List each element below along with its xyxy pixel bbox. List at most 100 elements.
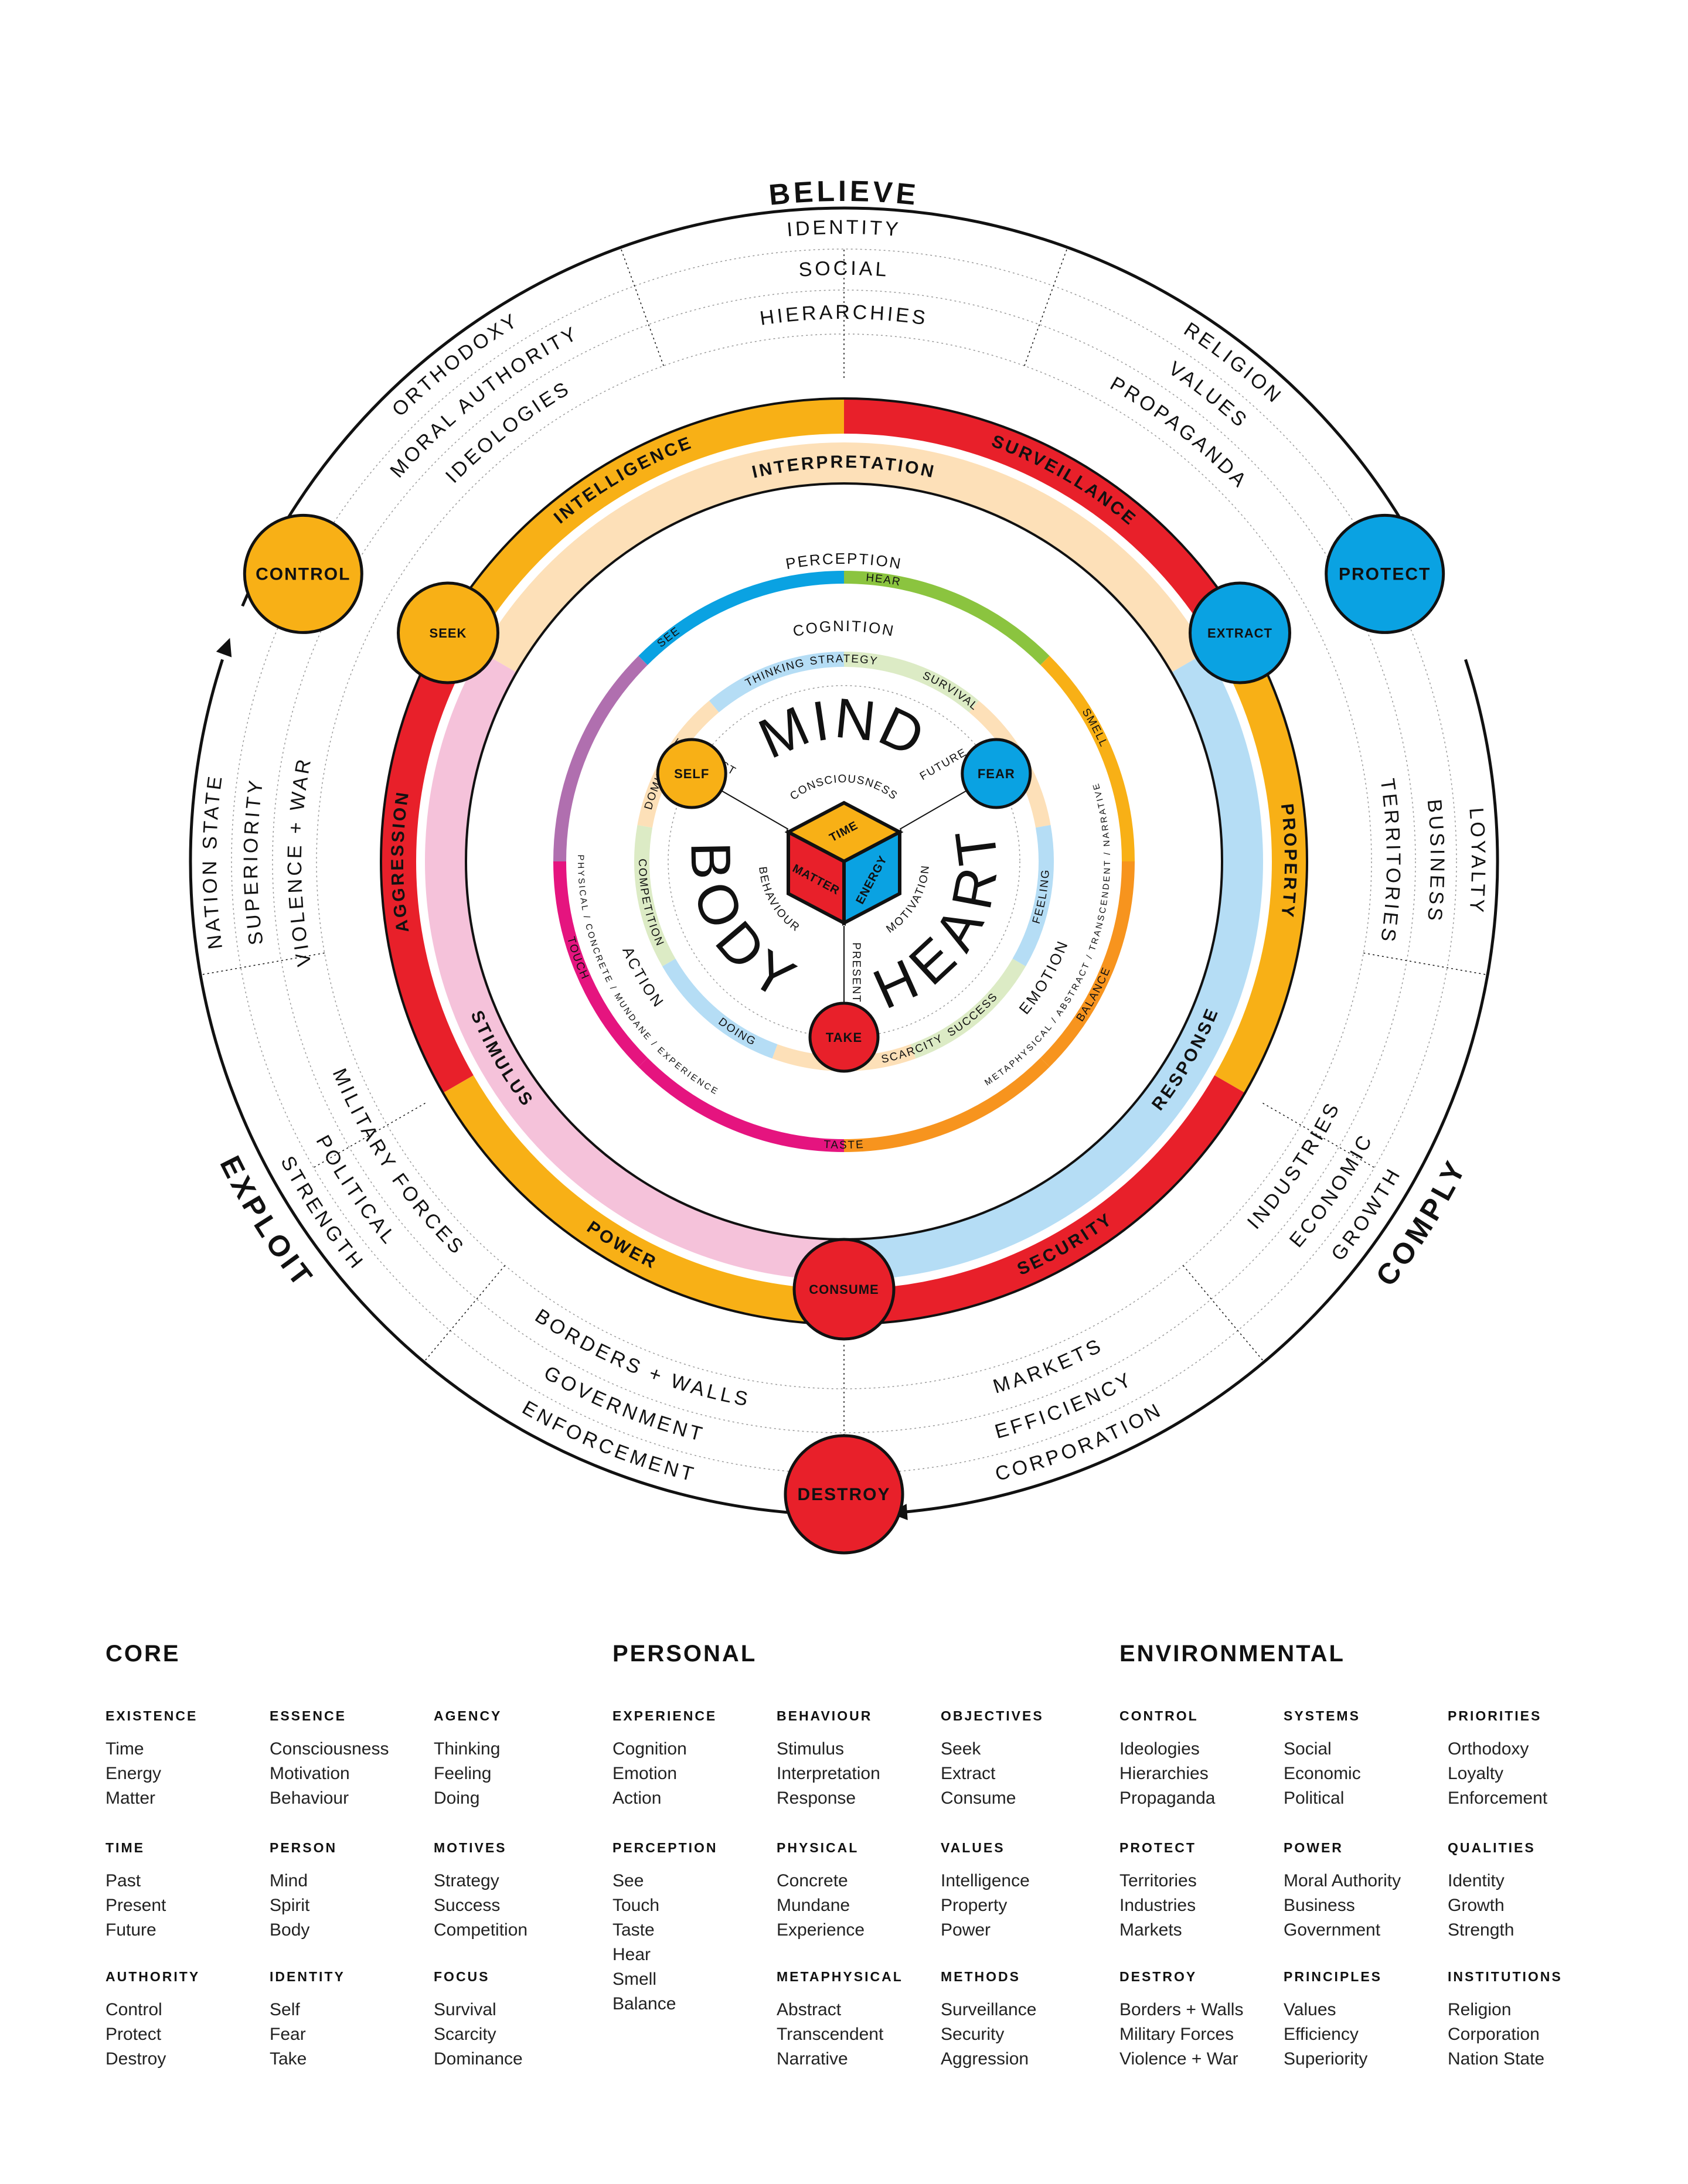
legend-category-title: TIME	[106, 1840, 145, 1855]
legend-item: Mind	[270, 1871, 308, 1890]
label-touch: TOUCH	[564, 935, 591, 982]
existence-cube	[784, 800, 904, 926]
legend-category-title: VALUES	[941, 1840, 1005, 1855]
legend-item: Experience	[777, 1920, 865, 1940]
band-see	[638, 571, 845, 665]
node-protect[interactable]: PROTECT	[1325, 513, 1445, 634]
label-aggression: AGGRESSION	[388, 789, 413, 934]
arc-control-protect	[241, 206, 1411, 607]
ring-a-left: NATION STATE	[199, 772, 227, 950]
legend-item: Religion	[1448, 2000, 1512, 2019]
legend-item: Identity	[1448, 1871, 1505, 1890]
legend-item: Growth	[1448, 1896, 1505, 1915]
node-self-label: SELF	[674, 766, 709, 781]
legend-category-title: SYSTEMS	[1284, 1708, 1360, 1723]
legend-item: Matter	[106, 1788, 156, 1808]
legend-item: Narrative	[777, 2049, 848, 2069]
legend-item: Hierarchies	[1119, 1764, 1209, 1783]
legend-item: Doing	[434, 1788, 480, 1808]
legend-item: Political	[1284, 1788, 1345, 1808]
label-taste: TASTE	[823, 1139, 865, 1151]
band-hear	[843, 571, 1050, 665]
node-take[interactable]: TAKE	[808, 1001, 880, 1073]
legend-core-heading: CORE	[106, 1641, 181, 1667]
legend-item: Protect	[106, 2025, 162, 2044]
band-stimulus	[425, 652, 845, 1280]
legend-item: Take	[270, 2049, 307, 2069]
legend-item: Smell	[612, 1970, 657, 1989]
ring-a-top: IDENTITY	[786, 216, 902, 241]
legend-item: Consciousness	[270, 1739, 389, 1759]
legend-item: Destroy	[106, 2049, 166, 2069]
band-surveillance	[843, 398, 1245, 648]
band-security	[843, 1075, 1245, 1324]
node-destroy-label: DESTROY	[797, 1485, 890, 1504]
node-fear-label: FEAR	[978, 766, 1015, 781]
legend-item: Government	[1284, 1920, 1381, 1940]
node-consume[interactable]: CONSUME	[792, 1238, 896, 1341]
node-protect-label: PROTECT	[1339, 564, 1431, 584]
legend-item: Consume	[941, 1788, 1016, 1808]
legend-category-title: QUALITIES	[1448, 1840, 1536, 1855]
ring-b-top: SOCIAL	[798, 257, 890, 281]
legend-category-title: BEHAVIOUR	[777, 1708, 873, 1723]
legend-item: Feeling	[434, 1764, 492, 1783]
legend-item: Security	[941, 2025, 1005, 2044]
outer-divider-4	[423, 1265, 506, 1362]
ring-c-right: TERRITORIES	[1376, 777, 1405, 946]
legend-item: Taste	[612, 1920, 655, 1940]
legend-category-title: PHYSICAL	[777, 1840, 859, 1855]
legend-item: Abstract	[777, 2000, 842, 2019]
legend-item: Future	[106, 1920, 156, 1940]
node-protect-circle	[1325, 513, 1445, 634]
legend-category-title: CONTROL	[1119, 1708, 1199, 1723]
core-outline	[668, 685, 1020, 1038]
band-interpretation	[481, 442, 1207, 673]
band-competition	[634, 824, 676, 966]
label-feeling: FEELING	[1030, 868, 1052, 925]
ring-b-outline	[272, 289, 1416, 1433]
node-control-circle	[243, 513, 363, 634]
node-seek[interactable]: SEEK	[397, 581, 500, 684]
legend-category-title: PRIORITIES	[1448, 1708, 1542, 1723]
node-fear-circle	[961, 738, 1032, 809]
legend-item: Response	[777, 1788, 856, 1808]
node-control[interactable]: CONTROL	[243, 513, 363, 634]
legend-item: Moral Authority	[1284, 1871, 1401, 1890]
legend-item: Intelligence	[941, 1871, 1030, 1890]
band-smell	[1040, 656, 1135, 862]
legend-item: Orthodoxy	[1448, 1739, 1529, 1759]
node-extract[interactable]: EXTRACT	[1188, 581, 1291, 684]
legend-item: Nation State	[1448, 2049, 1545, 2069]
node-extract-circle	[1188, 581, 1291, 684]
legend-category-title: POWER	[1284, 1840, 1343, 1855]
legend-category-title: PERSON	[270, 1840, 338, 1855]
ring-c-bottom: BORDERS + WALLS	[531, 1304, 753, 1410]
legend-item: Behaviour	[270, 1788, 349, 1808]
legend-item: Emotion	[612, 1764, 678, 1783]
legend-item: Success	[434, 1896, 501, 1915]
node-destroy[interactable]: DESTROY	[784, 1434, 904, 1555]
legend-item: Thinking	[434, 1739, 501, 1759]
node-fear[interactable]: FEAR	[961, 738, 1032, 809]
legend-category-title: METHODS	[941, 1969, 1020, 1984]
legend-item: Energy	[106, 1764, 162, 1783]
rings-layer	[189, 206, 1499, 1521]
legend-item: Economic	[1284, 1764, 1361, 1783]
legend-category-title: MOTIVES	[434, 1840, 507, 1855]
band-doing	[662, 958, 778, 1059]
node-self[interactable]: SELF	[656, 738, 727, 809]
